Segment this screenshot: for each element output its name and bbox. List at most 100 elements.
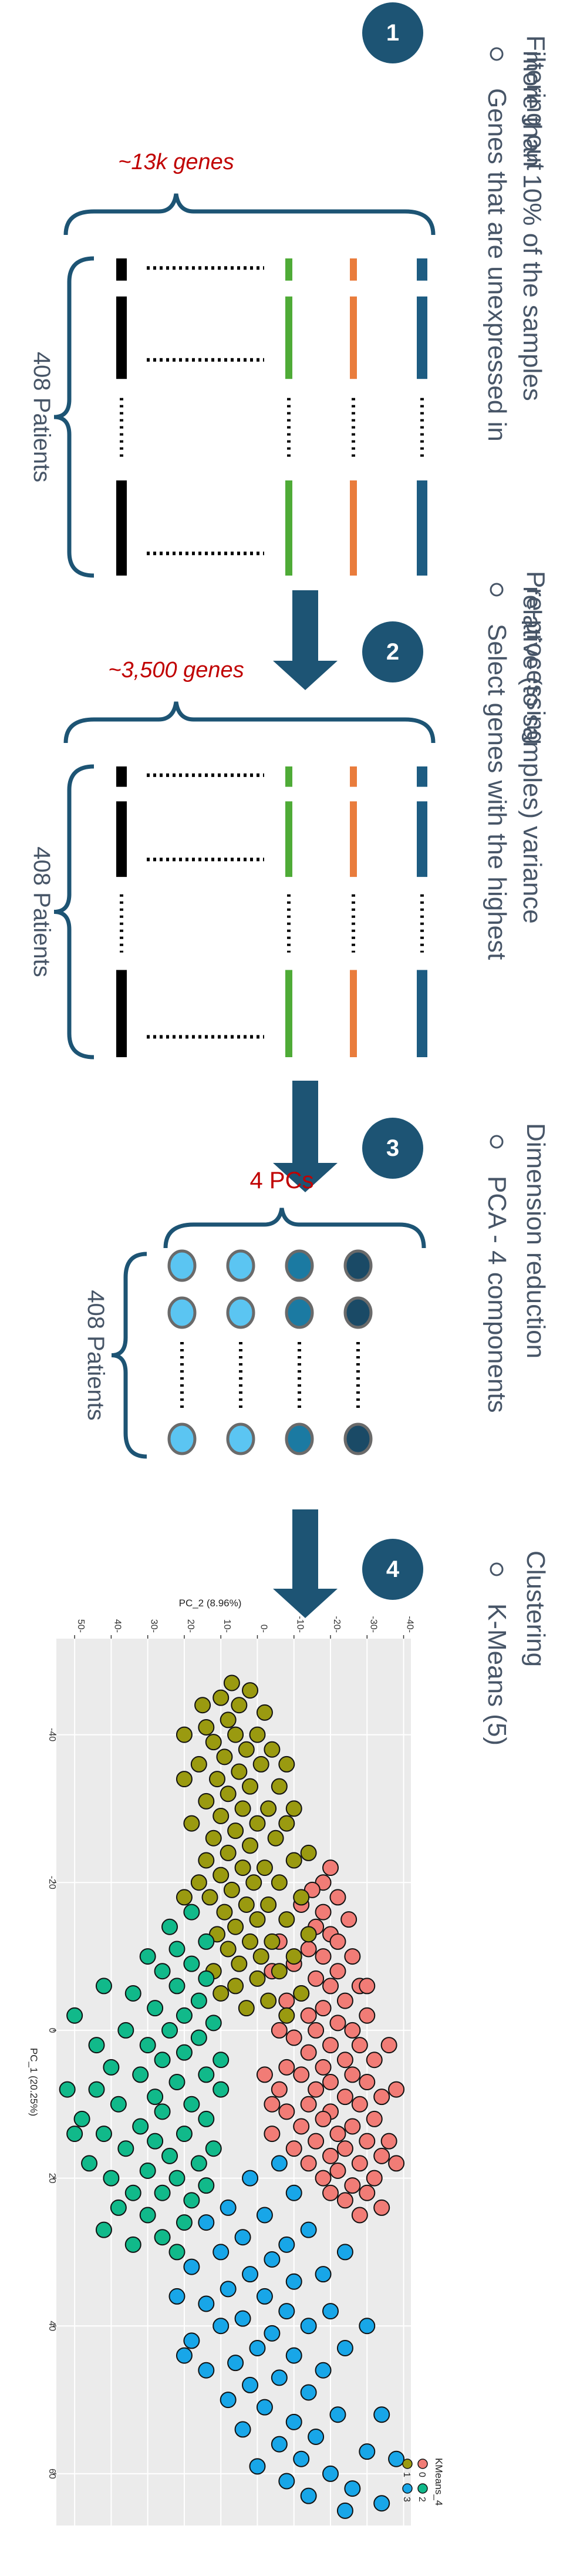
data-point [373,2199,390,2216]
data-point [220,1941,237,1958]
gene-segment-green [285,480,292,576]
step-number-badge [362,2,423,63]
data-point [278,2236,295,2253]
gene-segment-blue [417,258,427,281]
x-tick-label: 20 [47,2173,57,2184]
gene-segment-blue [417,801,427,877]
data-point [198,1852,215,1869]
gene-segment-blue [417,480,427,576]
data-point [351,2155,368,2172]
data-point [293,2066,310,2083]
gene-segment-orange [350,296,357,379]
y-axis-title: PC_2 (8.96%) [179,1598,242,1609]
gene-segment-black [116,480,127,576]
series-2 [59,1904,230,2261]
data-point [242,1682,259,1699]
x-tick-label: 40 [47,2321,57,2331]
data-point [336,2244,353,2261]
data-point [132,2066,149,2083]
data-point [249,1970,266,1987]
data-point [183,2332,200,2349]
legend-label: 2 [417,2497,427,2502]
step-title-group: Pre-processing [521,571,550,745]
x-tick-group: 0 [47,2027,57,2033]
data-point [322,2465,339,2482]
y-tick-group: 20- [185,1619,195,1633]
data-point [322,1978,339,1995]
x-axis-title-group: PC_1 (20.25%) [28,2048,39,2116]
rows-brace [53,764,95,1060]
data-point [198,1933,215,1950]
data-point [329,2406,346,2423]
step-number-badge [362,1539,423,1600]
columns-label-group: ~13k genes [118,150,234,174]
data-point [308,1970,325,1987]
data-point [124,1985,141,2002]
data-point [359,2443,376,2460]
series-1 [176,1674,317,2024]
data-point [285,2413,302,2430]
data-point [336,1992,353,2009]
data-point [234,2229,251,2246]
data-point [322,2147,339,2164]
data-point [300,1844,317,1861]
data-point [344,2022,361,2039]
data-point [293,2118,310,2135]
data-point [388,2155,405,2172]
x-tick-group: -20 [47,1876,57,1889]
step-number: 3 [386,1135,399,1161]
data-point [73,2110,90,2127]
columns-brace [63,701,436,744]
data-point [278,2303,295,2320]
columns-label-group: ~3,500 genes [108,658,244,682]
x-tick-group: 60 [47,2469,57,2479]
data-point [340,1911,357,1928]
pc-value-cell [285,1422,314,1455]
data-point [285,2029,302,2046]
bullet-marker [490,583,504,597]
data-point [322,1859,339,1876]
data-point [198,2214,215,2231]
data-point [190,2029,207,2046]
rows-brace [53,256,95,578]
data-point [359,1978,376,1995]
columns-label-group: 4 PCs [250,1168,314,1193]
data-point [315,2059,332,2076]
legend-label: 0 [417,2472,427,2477]
data-point [260,1992,277,2009]
data-point [264,2325,281,2342]
data-point [161,2022,178,2039]
data-point [278,2059,295,2076]
pc-value-cell [343,1249,373,1282]
data-point [315,1948,332,1965]
data-point [213,1985,230,2002]
data-point [183,1955,200,1972]
data-point [213,2318,230,2335]
data-point [322,2074,339,2090]
y-tick-group: -10- [295,1616,305,1633]
data-point [344,2066,361,2083]
data-point [124,2236,141,2253]
data-point [329,2126,346,2143]
data-point [59,2081,76,2098]
data-point [285,1948,302,1965]
pc-value-cell [343,1296,373,1329]
data-point [110,2199,127,2216]
data-point [198,2362,215,2379]
data-point [223,1881,240,1898]
data-point [154,2052,171,2069]
y-axis-title-group: PC_2 (8.96%) [179,1598,242,1609]
data-point [271,2081,288,2098]
flow-arrow-3 [273,1509,338,1618]
data-point [300,2007,317,2024]
y-tick-group: -40- [405,1616,415,1633]
data-point [271,1778,288,1795]
data-point [336,2340,353,2356]
data-point [238,2000,255,2017]
data-point [359,2074,376,2090]
data-point [154,2103,171,2120]
data-point [168,2288,185,2305]
data-point [329,2015,346,2032]
data-point [124,2184,141,2201]
